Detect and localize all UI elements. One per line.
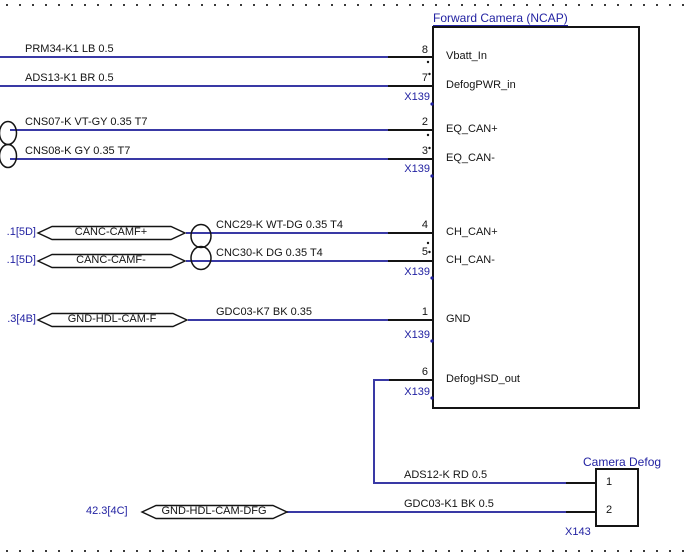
connector-label-x139: X139 (404, 163, 430, 175)
marker-dot (428, 250, 431, 254)
hexagon-gnd-hdl-cam-f (36, 312, 189, 328)
forward-camera-title: Forward Camera (NCAP) (433, 11, 568, 26)
page-border-bottom (6, 550, 686, 552)
twist-left-top-loop (0, 120, 18, 146)
pin-signal-name: CH_CAN- (446, 254, 495, 266)
marker-dot (428, 146, 431, 150)
connector-label-x139: X139 (404, 329, 430, 341)
defog-pin-number: 1 (605, 476, 613, 488)
wire-ads12 (373, 379, 566, 484)
cross-reference[interactable]: .1[5D] (6, 226, 36, 238)
pin-signal-name: DefogHSD_out (446, 373, 520, 385)
connector-dot (430, 396, 434, 400)
cross-reference[interactable]: .1[5D] (6, 254, 36, 266)
connector-label-x143: X143 (565, 526, 591, 538)
defog-pin-number: 2 (605, 504, 613, 516)
connector-label-x139: X139 (404, 91, 430, 103)
forward-camera-box (432, 26, 640, 409)
wire-label: CNS07-K VT-GY 0.35 T7 (25, 116, 148, 128)
wire-label: CNS08-K GY 0.35 T7 (25, 145, 131, 157)
wire-label: GDC03-K1 BK 0.5 (404, 498, 494, 510)
wire-label: CNC30-K DG 0.35 T4 (216, 247, 323, 259)
pin-signal-name: EQ_CAN+ (446, 123, 498, 135)
connector-dots (430, 102, 434, 400)
wire-label: ADS12-K RD 0.5 (404, 469, 488, 481)
pin-number: 8 (421, 44, 428, 56)
hexagon-signal-label: GND-HDL-CAM-F (67, 313, 157, 325)
wire-label: CNC29-K WT-DG 0.35 T4 (216, 219, 343, 231)
cross-reference[interactable]: 42.3[4C] (86, 505, 128, 517)
page-border-top (6, 4, 686, 6)
twisted-pair-symbols (0, 120, 212, 271)
pin-signal-name: DefogPWR_in (446, 79, 516, 91)
marker-dot (426, 133, 430, 137)
wire-label: PRM34-K1 LB 0.5 (25, 43, 114, 55)
pin-number: 1 (421, 306, 428, 318)
connector-dot (430, 102, 434, 106)
pin-signal-name: Vbatt_In (446, 50, 487, 62)
hexagon-canc-camf-plus (36, 225, 187, 241)
pin-signal-name: EQ_CAN- (446, 152, 495, 164)
hexagon-signal-label: GND-HDL-CAM-DFG (161, 505, 267, 517)
connector-label-x139: X139 (404, 266, 430, 278)
connector-dot (430, 339, 434, 343)
hexagon-gnd-hdl-cam-dfg (140, 504, 289, 520)
wire-runs (0, 56, 566, 513)
pin-number: 2 (421, 116, 428, 128)
hexagon-canc-camf-minus (36, 253, 187, 269)
marker-dot (426, 241, 430, 245)
camera-defog-box (595, 468, 639, 527)
connector-label-x139: X139 (404, 386, 430, 398)
hexagon-signal-label: CANC-CAMF+ (74, 226, 148, 238)
marker-dot (428, 72, 431, 76)
wire-label: GDC03-K7 BK 0.35 (216, 306, 312, 318)
pin-signal-name: GND (446, 313, 471, 325)
pin-number: 3 (421, 145, 428, 157)
hexagon-signal-label: CANC-CAMF- (76, 254, 146, 266)
pin-number: 6 (421, 366, 428, 378)
pin-number: 4 (421, 219, 428, 231)
pair-marker-dots (426, 60, 431, 254)
pin-signal-name: CH_CAN+ (446, 226, 498, 238)
connector-dot (430, 276, 434, 280)
twist-mid-top-loop (190, 223, 212, 249)
wire-label: ADS13-K1 BR 0.5 (25, 72, 114, 84)
twist-left-bottom-loop (0, 143, 18, 169)
cross-reference[interactable]: .3[4B] (7, 313, 36, 325)
twist-mid-bottom-loop (190, 245, 212, 271)
pin-number: 5 (421, 246, 428, 258)
pin-stubs (388, 56, 596, 513)
camera-defog-title: Camera Defog (583, 455, 662, 469)
connector-dot (430, 174, 434, 178)
marker-dot (426, 60, 430, 64)
signal-hexagons (36, 225, 289, 520)
pin-number: 7 (421, 72, 428, 84)
